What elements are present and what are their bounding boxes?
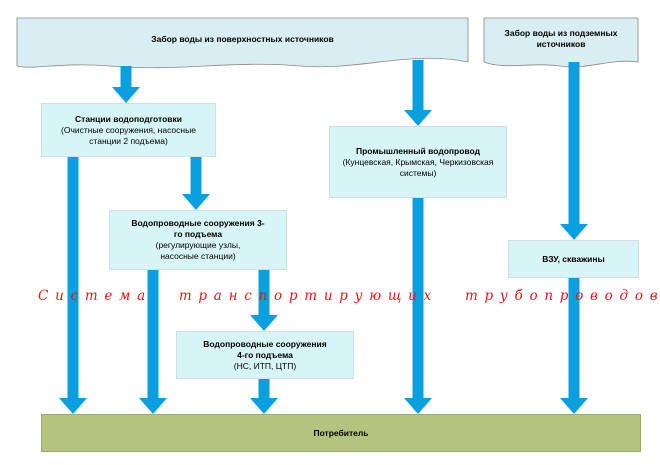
- arrow-level4-to-consumer: [250, 379, 278, 414]
- vzu-title: ВЗУ, скважины: [542, 253, 605, 264]
- level3-title: Водопроводные сооружения 3-го подъема: [131, 218, 265, 239]
- transport-pipelines-label: С и с т е м а т р а н с п о р т и р у ю …: [38, 288, 658, 304]
- arrow-level3-to-level4: [250, 270, 278, 331]
- arrow-stations-to-level3: [182, 157, 210, 210]
- level3-subtitle: (регулирующие узлы, насосные станции): [155, 240, 241, 261]
- water-treatment-stations-box: Станции водоподготовки (Очистные сооруже…: [41, 103, 216, 157]
- level4-title: Водопроводные сооружения 4-го подъема: [203, 338, 327, 360]
- vzu-wells-box: ВЗУ, скважины: [508, 240, 639, 278]
- surface-intake-band: [16, 17, 469, 69]
- arrow-surface-to-industrial: [404, 60, 432, 126]
- ground-intake-label: Забор воды из подземных источников: [504, 28, 618, 49]
- arrow-ground-to-vzu: [560, 62, 588, 240]
- level4-subtitle: (НС, ИТП, ЦТП): [233, 360, 297, 371]
- ground-intake-band: [483, 17, 639, 68]
- consumer-label: Потребитель: [313, 428, 369, 438]
- arrow-level3-to-consumer: [139, 270, 167, 414]
- industrial-subtitle: (Кунцевская, Крымская, Черкизовская сист…: [342, 156, 494, 178]
- arrow-stations-to-consumer: [59, 157, 87, 414]
- stations-subtitle: (Очистные сооружения, насосные станции 2…: [61, 124, 196, 146]
- arrow-surface-to-stations: [112, 66, 140, 103]
- consumer-bar: Потребитель: [41, 414, 641, 452]
- stations-title: Станции водоподготовки: [75, 113, 182, 124]
- industrial-title: Промышленный водопровод: [355, 145, 481, 156]
- level3-facilities-box: Водопроводные сооружения 3-го подъема (р…: [109, 210, 287, 270]
- industrial-water-box: Промышленный водопровод (Кунцевская, Кры…: [329, 126, 507, 198]
- arrow-vzu-to-consumer: [560, 278, 588, 414]
- arrow-industrial-to-consumer: [404, 198, 432, 414]
- level4-facilities-box: Водопроводные сооружения 4-го подъема (Н…: [176, 331, 354, 379]
- surface-intake-label: Забор воды из поверхностных источников: [151, 34, 334, 44]
